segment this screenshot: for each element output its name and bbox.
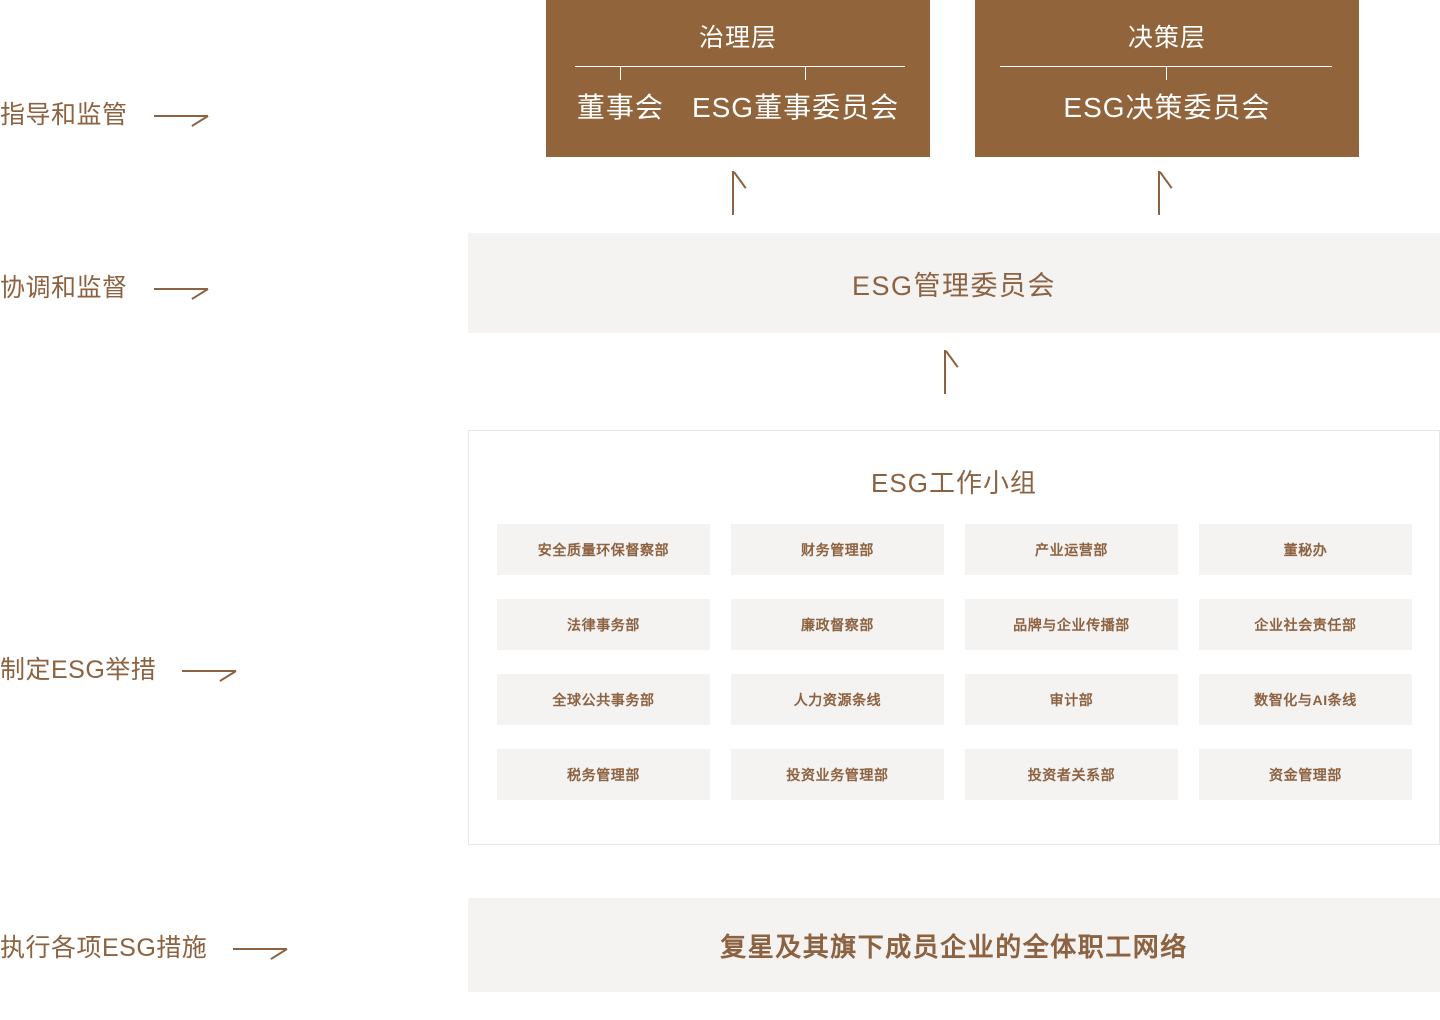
- department-cell[interactable]: 董秘办: [1199, 524, 1412, 575]
- stage-label-text: 制定ESG举措: [0, 656, 157, 684]
- department-cell[interactable]: 企业社会责任部: [1199, 599, 1412, 650]
- up-arrow-icon-working-group: [944, 350, 966, 394]
- governance-child-esg-board-committee: ESG董事委员会: [691, 92, 900, 123]
- right-arrow-icon: [233, 938, 288, 954]
- workforce-network-bar: 复星及其旗下成员企业的全体职工网络: [468, 898, 1440, 992]
- right-arrow-icon: [182, 660, 237, 676]
- department-cell[interactable]: 安全质量环保督察部: [497, 524, 710, 575]
- decision-layer-title: 决策层: [1127, 24, 1206, 52]
- department-grid: 安全质量环保督察部 财务管理部 产业运营部 董秘办 法律事务部 廉政督察部 品牌…: [497, 524, 1412, 800]
- decision-child-esg-decision-committee: ESG决策委员会: [1063, 92, 1271, 123]
- department-cell[interactable]: 资金管理部: [1199, 749, 1412, 800]
- arrow-head: [733, 171, 747, 189]
- department-cell[interactable]: 全球公共事务部: [497, 674, 710, 725]
- esg-working-group-title: ESG工作小组: [871, 468, 1037, 498]
- department-cell[interactable]: 法律事务部: [497, 599, 710, 650]
- up-arrow-icon-decision: [1158, 171, 1180, 215]
- arrow-shaft: [1158, 171, 1160, 215]
- department-cell[interactable]: 投资业务管理部: [731, 749, 944, 800]
- governance-layer-box: 治理层 董事会 ESG董事委员会: [546, 0, 930, 157]
- governance-tick-esg-board-committee: [805, 66, 806, 80]
- stage-label-execution: 执行各项ESG措施: [0, 928, 288, 964]
- arrow-head: [1159, 171, 1173, 189]
- esg-management-committee-label: ESG管理委员会: [851, 270, 1057, 301]
- stage-label-text: 协调和监督: [0, 274, 128, 302]
- governance-divider-line: [575, 66, 905, 67]
- decision-tick-esg-decision-committee: [1166, 66, 1167, 80]
- department-cell[interactable]: 人力资源条线: [731, 674, 944, 725]
- stage-label-text: 指导和监管: [0, 101, 128, 129]
- stage-label-measures: 制定ESG举措: [0, 650, 237, 686]
- decision-children: ESG决策委员会: [975, 86, 1359, 126]
- workforce-network-label: 复星及其旗下成员企业的全体职工网络: [720, 931, 1188, 962]
- stage-label-text: 执行各项ESG措施: [0, 934, 208, 962]
- department-cell[interactable]: 产业运营部: [965, 524, 1178, 575]
- arrow-head: [945, 350, 959, 368]
- esg-working-group-panel: ESG工作小组 安全质量环保督察部 财务管理部 产业运营部 董秘办 法律事务部 …: [468, 430, 1440, 845]
- arrow-shaft: [732, 171, 734, 215]
- governance-child-board: 董事会: [576, 92, 664, 123]
- governance-layer-title: 治理层: [698, 24, 777, 52]
- department-cell[interactable]: 审计部: [965, 674, 1178, 725]
- department-cell[interactable]: 数智化与AI条线: [1199, 674, 1412, 725]
- esg-management-committee-bar: ESG管理委员会: [468, 233, 1440, 333]
- department-cell[interactable]: 税务管理部: [497, 749, 710, 800]
- right-arrow-icon: [153, 278, 208, 294]
- department-cell[interactable]: 投资者关系部: [965, 749, 1178, 800]
- department-cell[interactable]: 廉政督察部: [731, 599, 944, 650]
- arrow-shaft: [944, 350, 946, 394]
- department-cell[interactable]: 财务管理部: [731, 524, 944, 575]
- governance-tick-board: [620, 66, 621, 80]
- department-cell[interactable]: 品牌与企业传播部: [965, 599, 1178, 650]
- governance-children: 董事会 ESG董事委员会: [546, 86, 930, 126]
- stage-label-guide: 指导和监管: [0, 95, 208, 131]
- up-arrow-icon-governance: [732, 171, 754, 215]
- right-arrow-icon: [153, 105, 208, 121]
- decision-layer-box: 决策层 ESG决策委员会: [975, 0, 1359, 157]
- stage-label-coordination: 协调和监督: [0, 268, 208, 304]
